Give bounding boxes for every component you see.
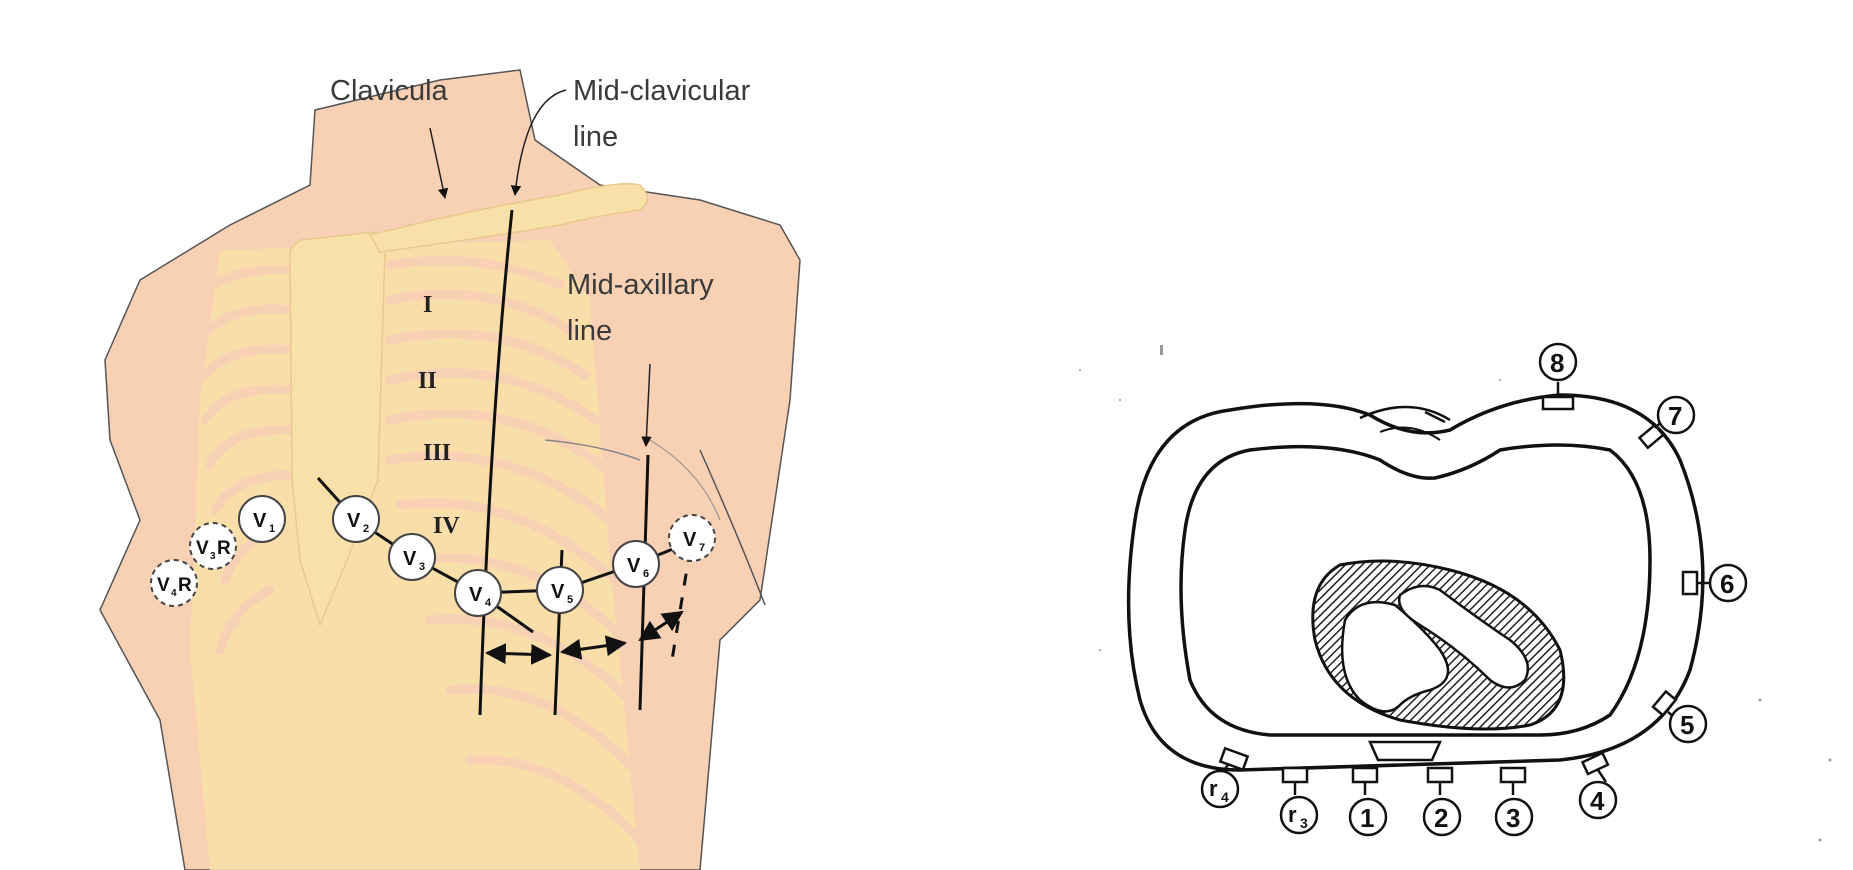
marker-7: 7 bbox=[1668, 401, 1682, 431]
electrode-v6-label: V bbox=[627, 555, 641, 577]
electrode-v3r: V 3 R bbox=[189, 522, 237, 570]
marker-5: 5 bbox=[1680, 710, 1694, 740]
clavicle-bone bbox=[368, 183, 649, 253]
electrode-v4r: V 4 R bbox=[150, 559, 198, 607]
intercostal-label-3: III bbox=[423, 440, 451, 466]
electrode-v3r-suffix: R bbox=[217, 538, 231, 559]
electrode-v4-sub: 4 bbox=[485, 597, 492, 609]
electrode-v4: V 4 bbox=[454, 569, 502, 617]
electrode-v6: V 6 bbox=[612, 540, 660, 588]
marker-6: 6 bbox=[1720, 569, 1734, 599]
heart-chamber-right bbox=[1340, 600, 1450, 713]
marker-r4-sub: 4 bbox=[1221, 789, 1229, 805]
marker-8: 8 bbox=[1550, 348, 1564, 378]
electrode-v4r-sub: 4 bbox=[171, 588, 177, 599]
intercostal-label-1: I bbox=[423, 292, 432, 318]
electrode-v4-label: V bbox=[469, 584, 483, 606]
intercostal-label-4: IV bbox=[433, 513, 460, 539]
electrode-v5-label: V bbox=[551, 581, 565, 603]
electrode-v5-sub: 5 bbox=[567, 594, 573, 606]
marker-r3-sub: 3 bbox=[1300, 815, 1308, 831]
electrode-v3r-label: V bbox=[196, 538, 209, 559]
marker-r4: r bbox=[1209, 776, 1218, 801]
marker-1: 1 bbox=[1360, 803, 1374, 833]
electrode-v2-sub: 2 bbox=[363, 523, 369, 535]
electrode-v3: V 3 bbox=[388, 533, 436, 581]
electrode-v2: V 2 bbox=[332, 495, 380, 543]
numbered-markers bbox=[1200, 342, 1748, 837]
mid-clavicular-label: Mid-clavicular bbox=[573, 75, 751, 107]
marker-3: 3 bbox=[1506, 803, 1520, 833]
electrode-v7: V 7 bbox=[668, 514, 716, 562]
clavicula-label: Clavicula bbox=[330, 75, 449, 107]
electrode-v7-label: V bbox=[683, 529, 697, 551]
spine-section bbox=[1368, 740, 1442, 762]
electrode-v5: V 5 bbox=[536, 566, 584, 614]
electrode-pads bbox=[1218, 395, 1699, 784]
mid-axillary-label-line2: line bbox=[567, 315, 612, 347]
electrode-v2-label: V bbox=[347, 510, 361, 532]
electrode-v3-sub: 3 bbox=[419, 561, 425, 573]
electrode-v1: V 1 bbox=[238, 495, 286, 543]
transverse-section-figure: 1 2 3 4 5 6 7 8 r 3 r 4 bbox=[1079, 342, 1832, 842]
ribs-left bbox=[385, 256, 645, 845]
marker-2: 2 bbox=[1434, 803, 1448, 833]
electrode-v4r-suffix: R bbox=[178, 575, 192, 596]
electrode-v6-sub: 6 bbox=[643, 568, 649, 580]
mid-clavicular-line bbox=[478, 209, 514, 716]
electrode-v7-sub: 7 bbox=[699, 542, 705, 554]
electrode-v4r-label: V bbox=[157, 575, 170, 596]
electrode-v1-sub: 1 bbox=[269, 523, 275, 535]
chest-figure: Clavicula Mid-clavicular line Mid-axilla… bbox=[99, 69, 801, 870]
marker-r3: r bbox=[1288, 802, 1297, 827]
intercostal-label-2: II bbox=[418, 368, 437, 394]
heart-chamber-left bbox=[1397, 584, 1530, 689]
electrode-v3r-sub: 3 bbox=[210, 551, 216, 562]
mid-clavicular-label-line2: line bbox=[573, 121, 618, 153]
marker-4: 4 bbox=[1590, 786, 1605, 816]
electrode-v1-label: V bbox=[253, 510, 267, 532]
mid-axillary-label: Mid-axillary bbox=[567, 269, 714, 301]
electrode-v3-label: V bbox=[403, 548, 417, 570]
